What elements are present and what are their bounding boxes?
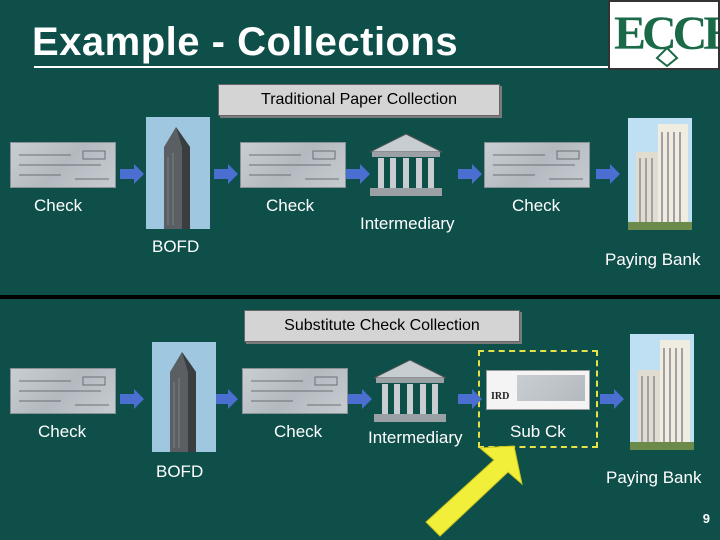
substitute-section-title: Substitute Check Collection <box>244 310 520 342</box>
flow-arrow-icon <box>458 164 482 184</box>
logo-emblem-icon <box>655 46 679 68</box>
check-image <box>484 142 590 188</box>
sub-check-label: Sub Ck <box>510 422 566 441</box>
paying-bank-building-icon <box>630 334 694 450</box>
traditional-section-title: Traditional Paper Collection <box>218 84 500 116</box>
check-label: Check <box>512 196 561 215</box>
check-label: Check <box>274 422 323 441</box>
flow-arrow-icon <box>458 389 482 409</box>
bofd-building-icon <box>146 117 210 229</box>
check-image <box>242 368 348 414</box>
bank-columns-icon <box>373 359 447 422</box>
bofd-label: BOFD <box>152 237 200 256</box>
check-label: Check <box>266 196 315 215</box>
flow-arrow-icon <box>600 389 624 409</box>
check-lines-icon <box>19 150 109 180</box>
bofd-label: BOFD <box>156 462 204 481</box>
check-lines-icon <box>493 150 583 180</box>
bofd-building-icon <box>152 342 216 452</box>
substitute-check-image: IRD <box>486 370 590 410</box>
paying-bank-label: Paying Bank <box>606 468 702 487</box>
flow-arrow-icon <box>596 164 620 184</box>
section-divider <box>0 295 720 299</box>
bank-columns-icon <box>369 133 443 196</box>
check-image <box>10 368 116 414</box>
flow-arrow-icon <box>214 389 238 409</box>
intermediary-label: Intermediary <box>368 428 463 447</box>
intermediary-label: Intermediary <box>360 214 455 233</box>
check-image <box>240 142 346 188</box>
slide-title: Example - Collections <box>32 20 459 64</box>
ird-mark: IRD <box>491 391 510 402</box>
flow-arrow-icon <box>214 164 238 184</box>
flow-arrow-icon <box>348 389 372 409</box>
paying-bank-label: Paying Bank <box>605 250 701 269</box>
paying-bank-building-icon <box>628 118 692 230</box>
page-number: 9 <box>702 511 710 526</box>
title-underline <box>34 66 614 68</box>
check-lines-icon <box>19 376 109 406</box>
check-lines-icon <box>251 376 341 406</box>
flow-arrow-icon <box>120 164 144 184</box>
check-label: Check <box>38 422 87 441</box>
check-label: Check <box>34 196 83 215</box>
flow-arrow-icon <box>120 389 144 409</box>
flow-arrow-icon <box>346 164 370 184</box>
highlight-arrow-icon <box>425 445 523 537</box>
check-image <box>10 142 116 188</box>
check-lines-icon <box>249 150 339 180</box>
eccho-logo: ECCHO <box>608 0 720 70</box>
substitute-check-inner-image <box>517 375 585 401</box>
logo-text: ECCHO <box>614 7 718 60</box>
